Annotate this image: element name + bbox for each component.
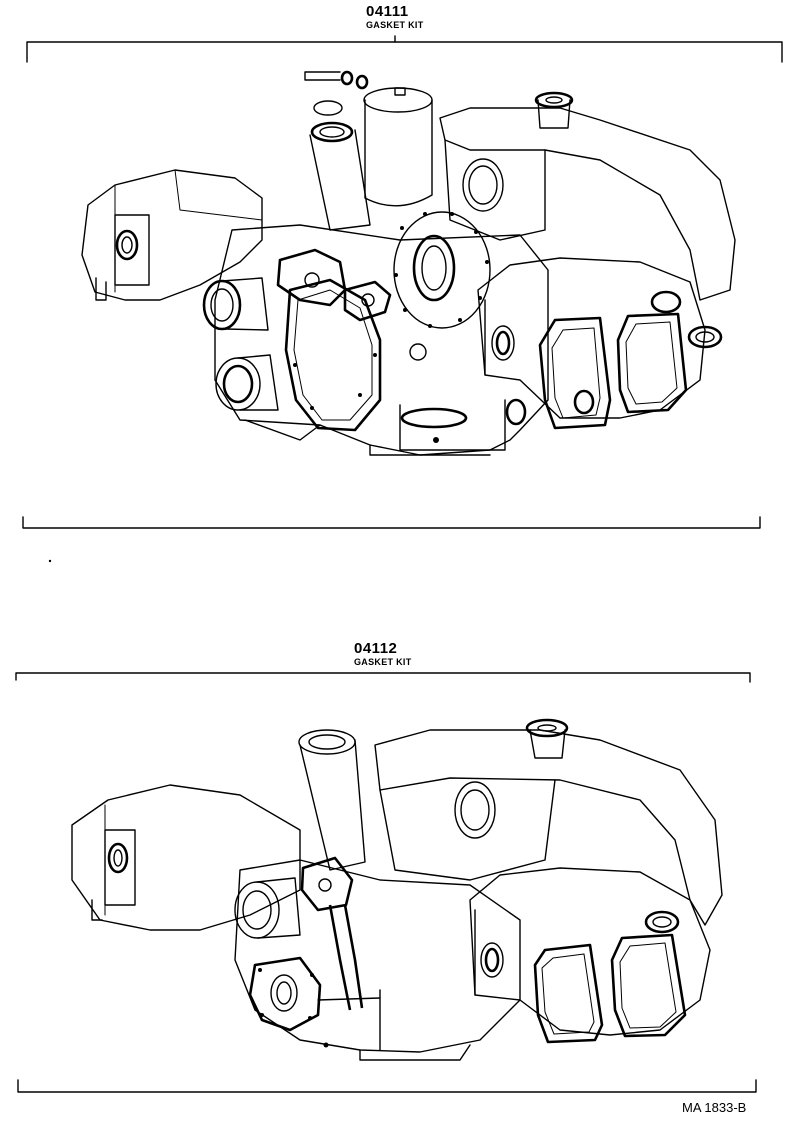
kit2-top-bracket xyxy=(15,672,751,683)
drawing-reference: MA 1833-B xyxy=(682,1100,747,1115)
kit2-engine-drawing xyxy=(71,718,723,1061)
stray-dot xyxy=(48,559,52,563)
kit1-top-bracket xyxy=(26,35,783,63)
kit1-bottom-bracket xyxy=(22,516,761,529)
kit2-bottom-bracket xyxy=(17,1079,757,1093)
kit1-part-name: GASKET KIT xyxy=(366,20,424,30)
kit2-part-name: GASKET KIT xyxy=(354,657,412,667)
kit1-part-number: 04111 xyxy=(366,3,409,20)
kit2-part-number: 04112 xyxy=(354,640,398,657)
kit1-engine-drawing xyxy=(81,70,736,456)
